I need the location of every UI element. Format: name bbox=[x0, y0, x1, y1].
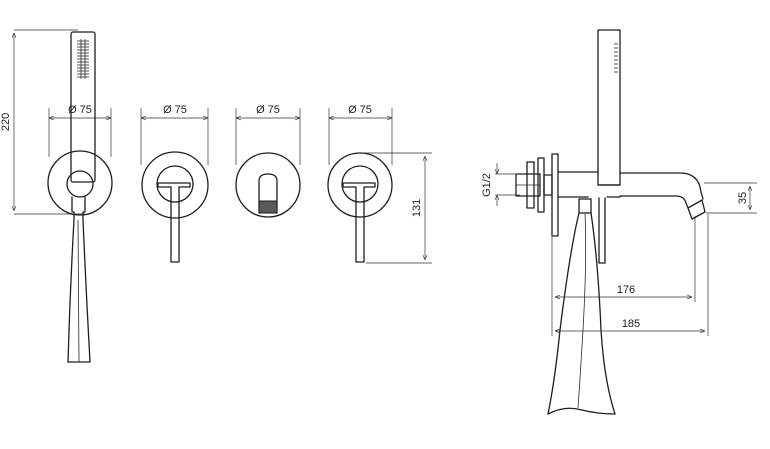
front-view-shower-holder: 220 Ø 75 bbox=[0, 29, 113, 363]
hose-outlet bbox=[66, 170, 94, 198]
mixer-body bbox=[156, 165, 194, 203]
mixer-body bbox=[341, 165, 379, 203]
lever-handle bbox=[342, 182, 376, 263]
projection-dimension-176: 176 bbox=[551, 216, 696, 336]
dimension-label-d75-4: Ø 75 bbox=[348, 104, 372, 116]
diameter-dimension-3: Ø 75 bbox=[235, 104, 301, 165]
front-view-mixer-2: Ø 75 131 bbox=[327, 104, 432, 264]
dimension-label-220: 220 bbox=[0, 113, 12, 131]
dimension-label-d75-2: Ø 75 bbox=[163, 104, 187, 116]
spout-drop-dimension: 35 bbox=[704, 182, 757, 214]
height-dimension: 220 bbox=[0, 29, 78, 215]
thread-dimension: G1/2 bbox=[481, 163, 520, 206]
lever-height-dimension: 131 bbox=[362, 152, 432, 264]
spout-side bbox=[619, 172, 706, 220]
diameter-dimension-2: Ø 75 bbox=[140, 104, 209, 165]
hand-shower-side bbox=[597, 29, 621, 186]
diameter-dimension-1: Ø 75 bbox=[48, 104, 112, 157]
wall-plate bbox=[47, 150, 113, 216]
front-view-spout: Ø 75 bbox=[235, 104, 301, 218]
dimension-label-185: 185 bbox=[622, 318, 640, 330]
projection-dimension-185: 185 bbox=[555, 214, 709, 336]
wall-plate bbox=[235, 152, 301, 218]
spout-body bbox=[258, 173, 278, 214]
hand-shower bbox=[70, 31, 96, 183]
side-view: G1/2 35 bbox=[481, 29, 757, 415]
wall-plate bbox=[141, 151, 209, 219]
dimension-label-131: 131 bbox=[411, 199, 423, 217]
hose bbox=[67, 196, 91, 363]
thread-connection bbox=[515, 157, 553, 213]
diameter-dimension-4: Ø 75 bbox=[328, 104, 393, 165]
spout-aerator bbox=[258, 200, 278, 214]
dimension-label-35: 35 bbox=[737, 192, 749, 204]
lever-handle bbox=[157, 182, 191, 263]
dimension-label-g12: G1/2 bbox=[481, 173, 493, 197]
front-view-mixer: Ø 75 bbox=[140, 104, 209, 263]
dimension-label-d75-3: Ø 75 bbox=[256, 104, 280, 116]
wall-plate bbox=[327, 152, 393, 218]
dimension-label-176: 176 bbox=[617, 284, 635, 296]
wall-plate-side bbox=[551, 153, 621, 237]
dimension-label-d75-1: Ø 75 bbox=[68, 104, 92, 116]
